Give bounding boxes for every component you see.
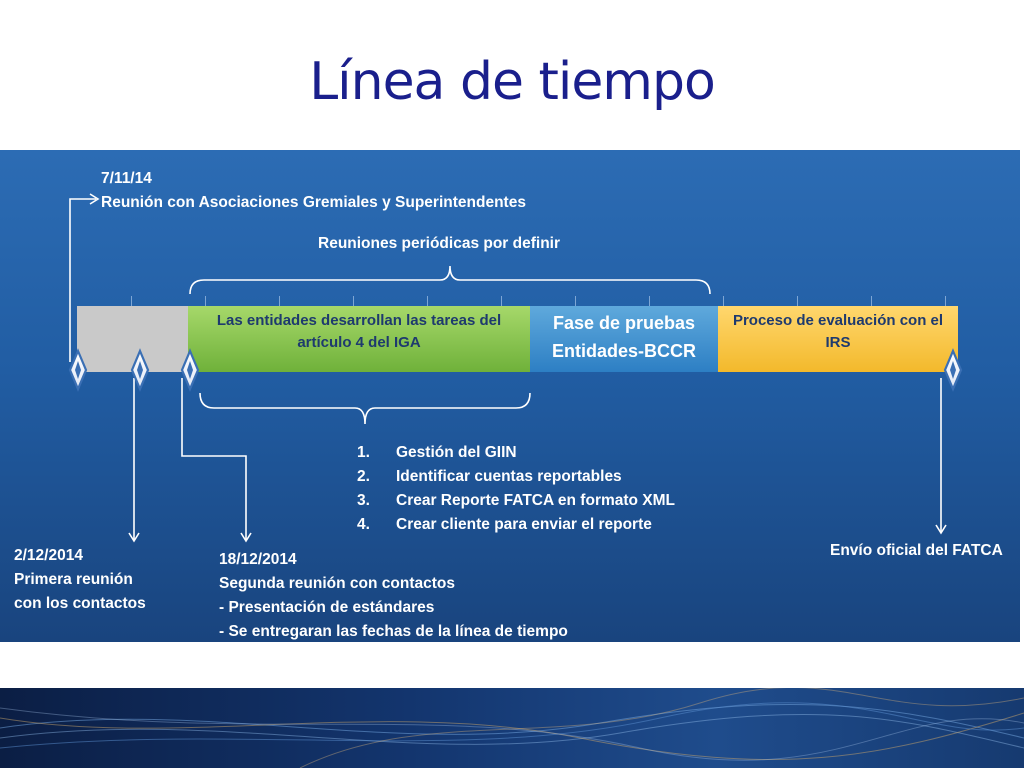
timeline-tick — [131, 296, 132, 306]
phase-irs-evaluation: Proceso de evaluación con el IRS — [718, 306, 958, 372]
event-text-dec2-line1: Primera reunión — [14, 571, 133, 588]
arrow-nov — [69, 198, 96, 362]
brace-periodic — [189, 265, 711, 295]
event-text-dec18-line2: - Presentación de estándares — [219, 599, 435, 616]
phase-irs-evaluation-line1: Proceso de evaluación con el — [732, 312, 944, 329]
brace-tasks — [199, 392, 531, 425]
timeline-tick — [723, 296, 724, 306]
timeline-tick — [205, 296, 206, 306]
list-item: 3.Crear Reporte FATCA en formato XML — [357, 492, 676, 509]
arrow-dec18 — [181, 378, 247, 540]
phase-entity-tasks-line2: artículo 4 del IGA — [297, 334, 421, 351]
timeline-tick — [427, 296, 428, 306]
timeline-tick — [279, 296, 280, 306]
timeline-tick — [501, 296, 502, 306]
periodic-meetings-label: Reuniones periódicas por definir — [318, 235, 561, 252]
phase-entity-tasks-line1: Las entidades desarrollan las tareas del — [216, 312, 502, 329]
event-text-dec18-line1: Segunda reunión con contactos — [219, 575, 455, 592]
event-text-nov: Reunión con Asociaciones Gremiales y Sup… — [101, 194, 526, 211]
timeline-tick — [649, 296, 650, 306]
timeline-tick — [353, 296, 354, 306]
timeline-segment-initial — [77, 306, 188, 372]
timeline-tick — [945, 296, 946, 306]
timeline-tick — [797, 296, 798, 306]
event-date-dec2: 2/12/2014 — [14, 547, 83, 564]
event-text-dec18-line3: - Se entregaran las fechas de la línea d… — [219, 623, 568, 640]
wave-decoration — [0, 688, 1024, 768]
decorative-footer — [0, 688, 1024, 768]
phase-testing: Fase de pruebas Entidades-BCCR — [530, 306, 718, 372]
page-title: Línea de tiempo — [309, 52, 716, 112]
phase-testing-line2: Entidades-BCCR — [551, 341, 696, 361]
event-text-final: Envío oficial del FATCA — [830, 542, 1003, 559]
timeline-panel — [0, 150, 1020, 642]
event-text-dec2-line2: con los contactos — [14, 595, 146, 612]
timeline-tick — [575, 296, 576, 306]
phase-irs-evaluation-line2: IRS — [825, 334, 851, 351]
phase-testing-line1: Fase de pruebas — [552, 313, 696, 333]
event-date-nov: 7/11/14 — [101, 170, 152, 187]
list-item: 2.Identificar cuentas reportables — [357, 468, 622, 485]
task-list: 1.Gestión del GIIN 2.Identificar cuentas… — [357, 441, 675, 537]
list-item: 1.Gestión del GIIN — [357, 444, 517, 461]
list-item: 4.Crear cliente para enviar el reporte — [357, 516, 652, 533]
event-date-dec18: 18/12/2014 — [219, 551, 297, 568]
phase-entity-tasks: Las entidades desarrollan las tareas del… — [188, 306, 530, 372]
timeline-tick — [871, 296, 872, 306]
